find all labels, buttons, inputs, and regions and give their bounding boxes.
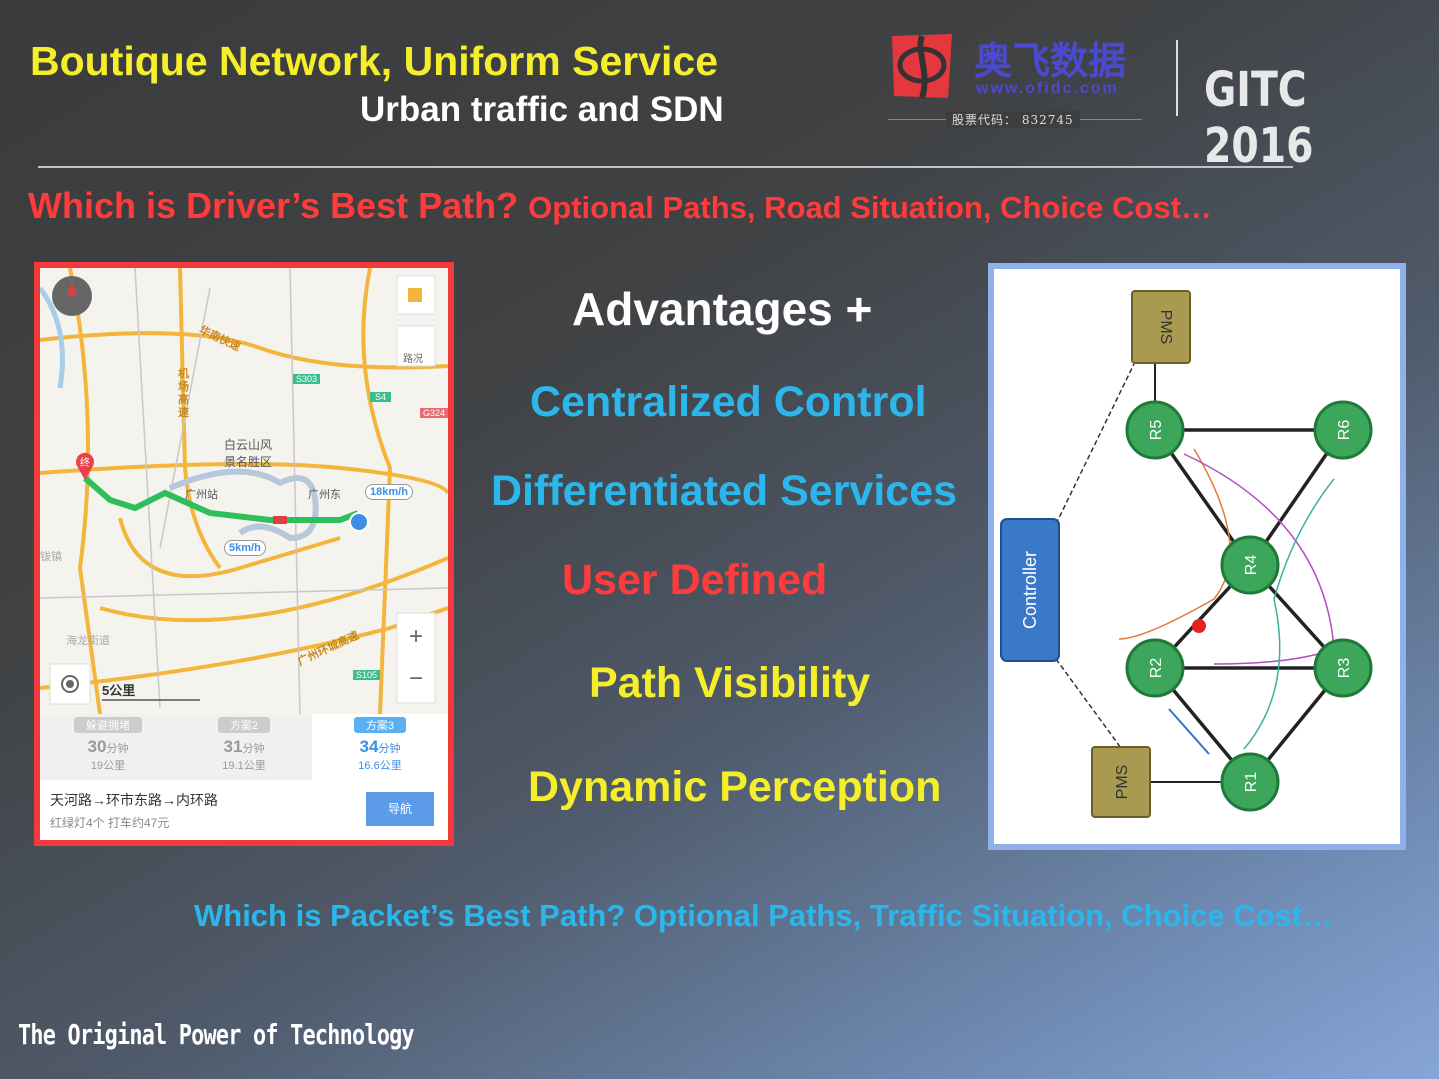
end-marker bbox=[76, 452, 94, 480]
failure-icon bbox=[1192, 619, 1206, 633]
driver-question: Which is Driver’s Best Path? Optional Pa… bbox=[28, 185, 1212, 226]
zoom-in-button[interactable]: + bbox=[409, 623, 423, 650]
navigation-map[interactable]: + − 华南快速 机场高速 白云山风景名胜区 广州站 广州东 广州环城高速 海龙… bbox=[34, 262, 454, 846]
map-label: 广州东 bbox=[308, 489, 341, 501]
end-label: 终 bbox=[80, 458, 90, 469]
traffic-button[interactable] bbox=[396, 325, 436, 367]
packet-question: Which is Packet’s Best Path? Optional Pa… bbox=[194, 898, 1334, 933]
slide-title: Boutique Network, Uniform Service bbox=[30, 38, 719, 84]
start-marker bbox=[349, 512, 369, 532]
traffic-button-label: 路况 bbox=[403, 354, 423, 365]
route-roads: 天河路→环市东路→内环路 bbox=[50, 792, 218, 808]
advantage-item: Path Visibility bbox=[589, 659, 871, 707]
speed-label: 5km/h bbox=[224, 540, 266, 556]
route-info: 天河路→环市东路→内环路 红绿灯4个 打车约47元 导航 bbox=[40, 780, 448, 840]
zoom-controls[interactable] bbox=[396, 612, 436, 704]
sdn-network-diagram: PMS R5 R6 R4 R2 R3 R1 PMS Controller bbox=[988, 263, 1406, 850]
node-r2: R2 bbox=[1148, 658, 1165, 679]
advantage-item: Differentiated Services bbox=[491, 467, 958, 515]
stock-code: 股票代码： 832745 bbox=[946, 111, 1080, 128]
node-r4: R4 bbox=[1243, 555, 1260, 576]
controller-node bbox=[1000, 518, 1060, 662]
advantage-item: Centralized Control bbox=[530, 378, 927, 426]
route-line bbox=[83, 475, 360, 523]
node-r6: R6 bbox=[1336, 420, 1353, 441]
footer-slogan: The Original Power of Technology bbox=[18, 1018, 415, 1051]
map-label: 广州站 bbox=[185, 489, 218, 501]
divider bbox=[38, 166, 1293, 168]
pms-top-label: PMS bbox=[1157, 310, 1174, 345]
speed-label: 18km/h bbox=[365, 484, 413, 500]
node-r3: R3 bbox=[1336, 658, 1353, 679]
advantages-heading: Advantages + bbox=[572, 283, 873, 335]
map-label: 白云山风景名胜区 bbox=[224, 438, 273, 469]
layers-button[interactable] bbox=[396, 275, 436, 315]
slide-subtitle: Urban traffic and SDN bbox=[360, 90, 724, 129]
advantage-item: User Defined bbox=[562, 556, 828, 604]
advantage-item: Dynamic Perception bbox=[528, 763, 942, 811]
logo-url: www.ofidc.com bbox=[976, 80, 1119, 97]
map-label: 海龙街道 bbox=[66, 635, 110, 647]
road-badge: S105 bbox=[353, 670, 381, 680]
map-label: 钹镇 bbox=[40, 551, 62, 563]
pms-bottom-label: PMS bbox=[1114, 765, 1131, 800]
ofidc-logo-icon bbox=[892, 34, 952, 99]
navigate-button[interactable]: 导航 bbox=[366, 792, 434, 826]
route-detail: 红绿灯4个 打车约47元 bbox=[50, 816, 170, 830]
network-canvas: PMS R5 R6 R4 R2 R3 R1 PMS Controller bbox=[1000, 290, 1373, 818]
company-logo bbox=[888, 32, 958, 105]
zoom-out-button[interactable]: − bbox=[409, 665, 423, 692]
node-r1: R1 bbox=[1243, 772, 1260, 793]
map-scale: 5公里 bbox=[102, 683, 136, 698]
road-badge: S4 bbox=[370, 392, 392, 402]
controller-label: Controller bbox=[1020, 551, 1040, 629]
event-name: GITC 2016 bbox=[1204, 62, 1314, 174]
road-badge: S303 bbox=[293, 374, 321, 384]
road-badge: G324 bbox=[420, 408, 448, 418]
logo-name: 奥飞数据 bbox=[974, 41, 1127, 83]
node-r5: R5 bbox=[1148, 420, 1165, 441]
map-label: 机场高速 bbox=[178, 368, 189, 419]
